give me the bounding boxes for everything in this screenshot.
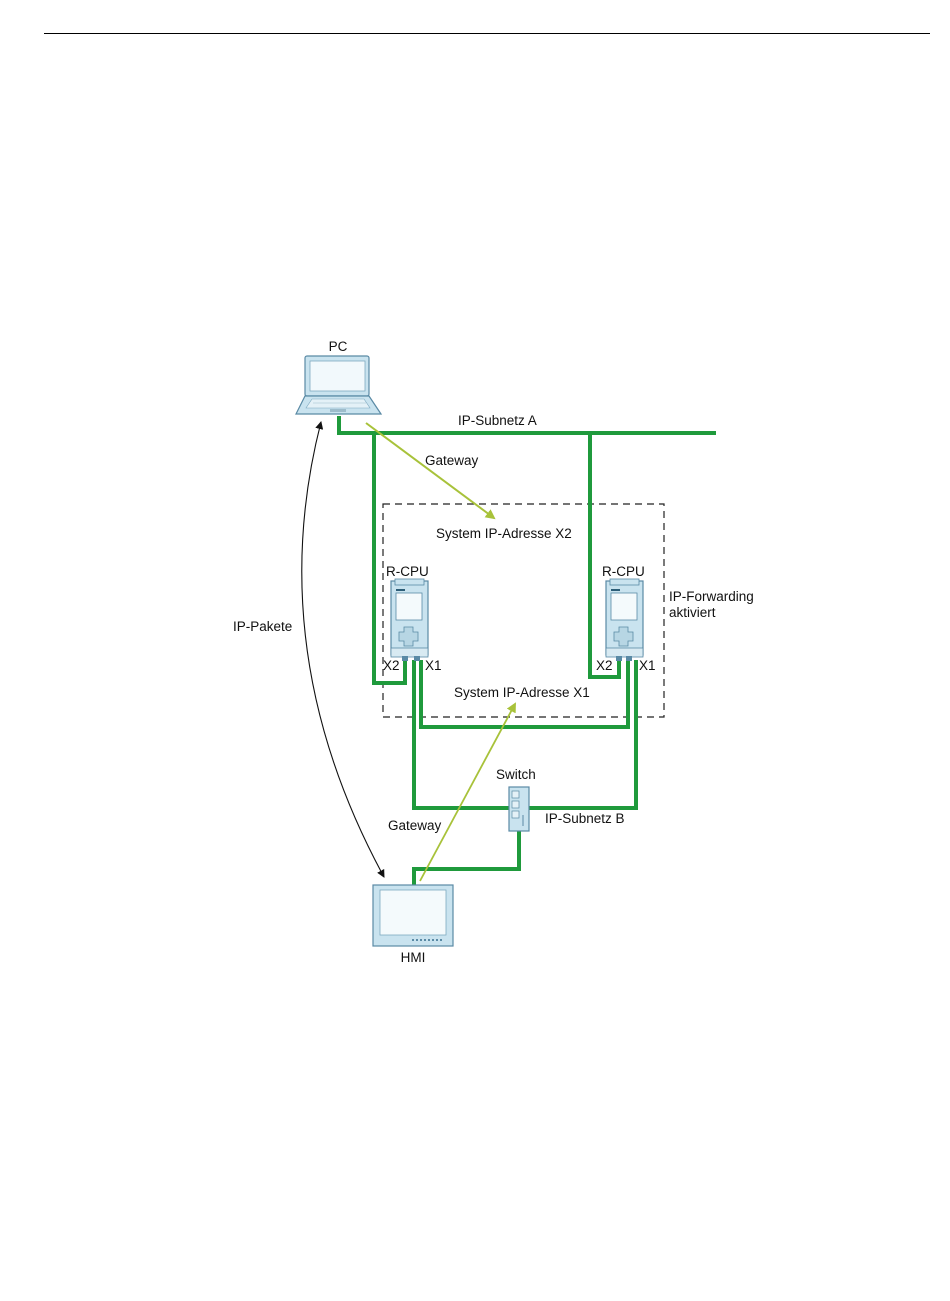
- subnet-a-label: IP-Subnetz A: [458, 413, 537, 428]
- switch-hmi-link: [414, 829, 519, 886]
- subnet-b-label: IP-Subnetz B: [545, 811, 625, 826]
- gateway-top-label: Gateway: [425, 453, 479, 468]
- ip-packets-arrow: [302, 422, 384, 877]
- rcpu-left-label: R-CPU: [386, 564, 429, 579]
- hmi-panel-icon[interactable]: [373, 885, 453, 946]
- plc-cpu-icon-left[interactable]: [391, 579, 428, 661]
- hmi-label: HMI: [401, 950, 426, 965]
- x1-outer-loop-right: [529, 660, 636, 808]
- system-ip-x1-label: System IP-Adresse X1: [454, 685, 590, 700]
- ip-forwarding-label: IP-Forwarding: [669, 589, 754, 604]
- rcpu-right-label: R-CPU: [602, 564, 645, 579]
- network-switch-icon[interactable]: [509, 787, 529, 831]
- right-x2-label: X2: [596, 658, 613, 673]
- gateway-arrow-bottom: [420, 704, 515, 881]
- system-ip-x2-label: System IP-Adresse X2: [436, 526, 572, 541]
- switch-label: Switch: [496, 767, 536, 782]
- ip-forwarding-sub-label: aktiviert: [669, 605, 716, 620]
- plc-cpu-icon-right[interactable]: [606, 579, 643, 661]
- left-x1-label: X1: [425, 658, 442, 673]
- pc-label: PC: [329, 339, 348, 354]
- x1-outer-loop: [414, 660, 509, 808]
- left-x2-label: X2: [383, 658, 400, 673]
- gateway-bottom-label: Gateway: [388, 818, 442, 833]
- right-x1-label: X1: [639, 658, 656, 673]
- ip-pakete-label: IP-Pakete: [233, 619, 292, 634]
- laptop-icon[interactable]: [296, 356, 381, 414]
